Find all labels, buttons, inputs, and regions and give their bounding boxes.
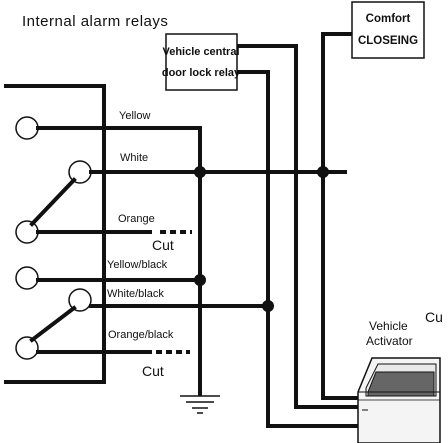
wire-door-lock-2 (236, 70, 360, 428)
wire-door-lock-1 (236, 44, 360, 409)
door-lock-relay-label-1: Vehicle central (162, 46, 239, 58)
relay-contact-yellow (15, 116, 39, 140)
comfort-label-2: CLOSEING (358, 35, 418, 47)
wire-comfort (321, 32, 360, 400)
relay-contact-orange-black (15, 336, 39, 360)
relay-contact-yellow-black (15, 266, 39, 290)
door-lock-relay-label-2: door lock relay (162, 67, 241, 79)
door-lock-relay-box (165, 33, 238, 91)
comfort-label-1: Comfort (366, 13, 411, 25)
cut-label-partial: Cu (425, 309, 443, 325)
junction-dot (317, 166, 329, 178)
wire-label-white: White (120, 152, 148, 164)
activator-label-1: Vehicle (369, 319, 408, 333)
diagram-title: Internal alarm relays (22, 13, 168, 30)
vehicle-activator-device (357, 357, 441, 443)
wire-label-orange: Orange (118, 213, 155, 225)
cut-label-orange: Cut (152, 237, 174, 253)
activator-label-2: Activator (366, 334, 413, 348)
junction-dot (262, 300, 274, 312)
wire-label-white-black: White/black (107, 288, 164, 300)
relay-contact-orange (15, 220, 39, 244)
wire-label-yellow: Yellow (119, 110, 150, 122)
ground-icon (180, 395, 220, 414)
relay-switch-arm-top (29, 177, 77, 227)
wire-label-yellow-black: Yellow/black (107, 259, 168, 271)
cut-label-orange-black: Cut (142, 363, 164, 379)
relay-switch-arm-bottom (29, 305, 77, 343)
wire-label-orange-black: Orange/black (108, 329, 174, 341)
comfort-box (351, 1, 425, 59)
junction-dot (194, 274, 206, 286)
junction-dot (194, 166, 206, 178)
